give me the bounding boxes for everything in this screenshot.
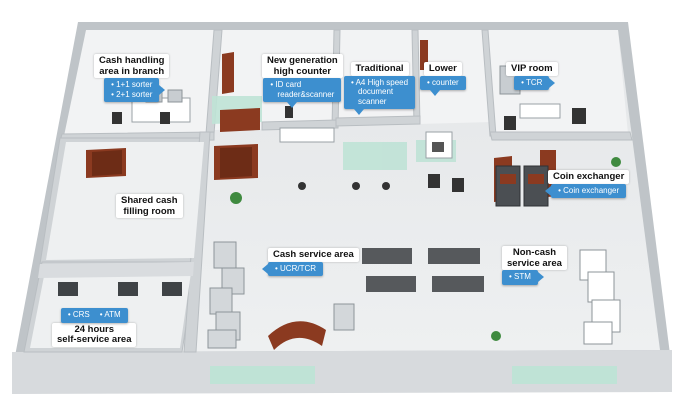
label-lower-counter: Lower counter bbox=[420, 62, 466, 97]
label-vip-items: TCR bbox=[514, 75, 556, 91]
title-line: Cash service area bbox=[273, 249, 354, 260]
title-line: VIP room bbox=[511, 63, 553, 74]
label-vip-title: VIP room bbox=[506, 62, 558, 76]
front-wall bbox=[12, 350, 672, 394]
label-lower-title: Lower bbox=[423, 62, 462, 76]
label-self-service-items: CRS ATM bbox=[60, 308, 128, 323]
high-counter-furniture bbox=[279, 106, 390, 190]
info-kiosk bbox=[333, 303, 355, 331]
item-id-card: ID card bbox=[270, 80, 334, 90]
item-counter: counter bbox=[427, 78, 459, 88]
label-pointer bbox=[262, 263, 268, 274]
stm-machines bbox=[579, 249, 621, 345]
label-high-counter: New generation high counter ID card read… bbox=[262, 54, 343, 109]
title-line: Coin exchanger bbox=[553, 171, 625, 182]
title-line: Lower bbox=[428, 63, 457, 74]
label-high-counter-title: New generation high counter bbox=[262, 54, 343, 78]
label-pointer bbox=[549, 77, 556, 88]
label-non-cash: Non-cash service area STM bbox=[502, 246, 567, 285]
label-vip-room: VIP room TCR bbox=[506, 62, 558, 91]
item-reader-scanner: reader&scanner bbox=[277, 89, 335, 99]
item-ucr-tcr: UCR/TCR bbox=[275, 264, 316, 274]
title-line: Traditional bbox=[355, 63, 404, 74]
waiting-benches bbox=[362, 248, 484, 292]
item-document: document bbox=[358, 87, 394, 97]
item-tcr: TCR bbox=[521, 78, 542, 88]
label-pointer bbox=[287, 102, 298, 109]
label-traditional-items: A4 High speed document scanner bbox=[344, 75, 416, 116]
room-self-service-back-wall bbox=[38, 262, 194, 278]
title-line: service area bbox=[507, 257, 562, 269]
cash-service-machines bbox=[207, 241, 245, 349]
label-pointer bbox=[354, 109, 364, 116]
label-self-service: CRS ATM 24 hours self-service area bbox=[52, 308, 137, 347]
label-high-counter-items: ID card reader&scanner bbox=[263, 78, 342, 109]
front-window-right bbox=[512, 366, 617, 384]
label-cash-handling: Cash handling area in branch 1+1 sorter … bbox=[94, 54, 170, 103]
label-cash-service-items: UCR/TCR bbox=[262, 261, 324, 277]
item-scanner: scanner bbox=[358, 96, 387, 106]
item-coin-exchanger: Coin exchanger bbox=[558, 186, 619, 196]
label-pointer bbox=[537, 272, 544, 283]
label-coin-title: Coin exchanger bbox=[548, 170, 630, 184]
item-crs: CRS bbox=[68, 310, 90, 320]
title-line: New generation bbox=[267, 55, 338, 66]
label-cash-service: Cash service area UCR/TCR bbox=[262, 248, 359, 277]
label-shared-cash-title: Shared cash filling room bbox=[116, 194, 183, 218]
plants bbox=[230, 157, 621, 341]
front-window-left bbox=[210, 366, 315, 384]
label-traditional: Traditional A4 High speed document scann… bbox=[344, 62, 416, 116]
label-non-cash-items: STM bbox=[502, 270, 544, 285]
coin-exchanger-machines bbox=[495, 165, 549, 207]
label-self-service-title: 24 hours self-service area bbox=[52, 322, 137, 347]
title-line: Non-cash bbox=[512, 247, 557, 258]
title-line: area in branch bbox=[99, 65, 165, 77]
label-non-cash-title: Non-cash service area bbox=[502, 246, 567, 270]
cash-handling-furniture bbox=[112, 87, 191, 124]
title-line: filling room bbox=[123, 205, 176, 217]
item-atm: ATM bbox=[100, 310, 120, 320]
label-lower-items: counter bbox=[420, 75, 466, 97]
label-coin-items: Coin exchanger bbox=[545, 183, 627, 199]
lower-counter-furniture bbox=[425, 131, 464, 192]
title-line: high counter bbox=[273, 65, 332, 77]
atm-cubicles bbox=[58, 282, 182, 296]
item-2-1-sorter: 2+1 sorter bbox=[111, 90, 152, 100]
label-shared-cash: Shared cash filling room bbox=[116, 194, 183, 218]
reception-desk bbox=[268, 321, 326, 350]
label-traditional-title: Traditional bbox=[350, 62, 409, 76]
label-cash-handling-title: Cash handling area in branch bbox=[94, 54, 170, 78]
title-line: Cash handling bbox=[99, 55, 165, 66]
item-a4-scanner: A4 High speed bbox=[351, 78, 408, 88]
item-stm: STM bbox=[509, 272, 531, 282]
label-cash-handling-items: 1+1 sorter 2+1 sorter bbox=[104, 78, 166, 103]
label-pointer bbox=[430, 90, 440, 97]
label-pointer bbox=[545, 185, 552, 196]
title-line: self-service area bbox=[57, 334, 132, 346]
item-1-1-sorter: 1+1 sorter bbox=[111, 80, 152, 90]
label-cash-service-title: Cash service area bbox=[268, 248, 359, 262]
title-line: Shared cash bbox=[121, 195, 178, 206]
label-pointer bbox=[159, 85, 166, 96]
title-line: 24 hours bbox=[74, 323, 115, 335]
label-coin-exchanger: Coin exchanger Coin exchanger bbox=[545, 170, 630, 199]
